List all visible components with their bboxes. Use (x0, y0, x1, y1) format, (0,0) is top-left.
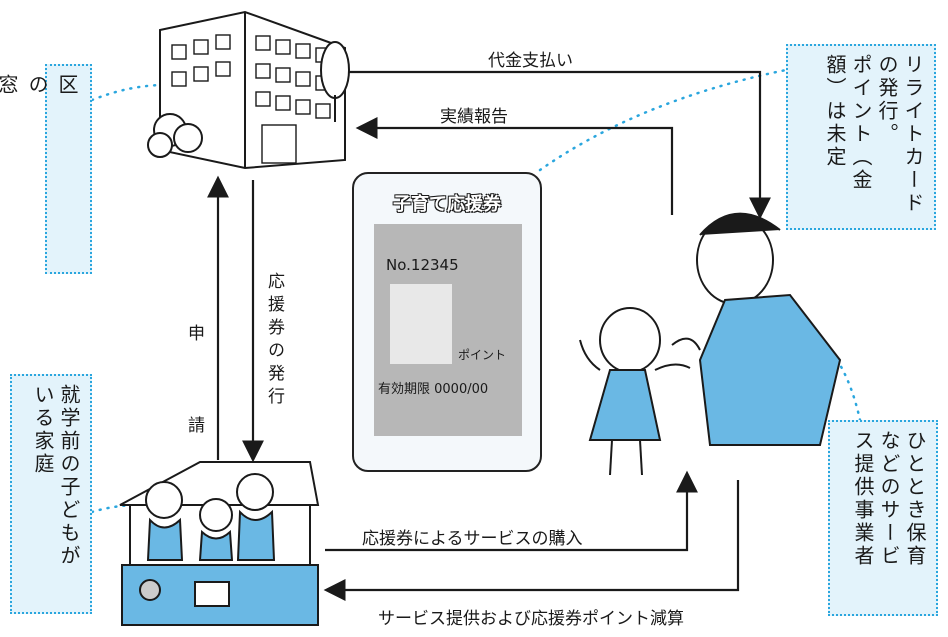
issue-label: 応援券の発行 (264, 272, 284, 410)
reload-card-text: リライトカード の発行。 ポイント（金 額）は未定 (823, 54, 925, 215)
card-title: 子育て応援券 (393, 194, 501, 215)
arrow-payment (345, 70, 771, 220)
card-number: No.12345 (386, 256, 459, 274)
provider-text: ひととき保育 などのサービ ス提供事業者 (851, 430, 927, 568)
payment-label: 代金支払い (488, 51, 573, 71)
card-photo-area (390, 284, 452, 364)
arrow-purchase (325, 470, 698, 552)
family-box: 就学前の子どもが いる家庭 (10, 374, 92, 614)
apply-label: 申 請 (188, 324, 205, 436)
ward-window-box: 区 の 窓 口 (0, 64, 92, 274)
family-text: 就学前の子どもが いる家庭 (31, 384, 81, 568)
arrow-settle (323, 480, 740, 601)
report-label: 実績報告 (440, 107, 508, 127)
family-house (119, 461, 320, 626)
settle-label: サービス提供および応援券ポイント減算 (378, 609, 684, 629)
purchase-label: 応援券によるサービスの購入 (362, 529, 583, 549)
support-ticket-card: 子育て応援券 No.12345 ポイント 有効期限 0000/00 (352, 172, 542, 472)
reload-card-box: リライトカード の発行。 ポイント（金 額）は未定 (786, 44, 936, 230)
arrow-report (355, 117, 674, 215)
ward-window-text: 区 の 窓 口 (0, 74, 79, 97)
leader-lines (90, 68, 862, 514)
ward-office-building (147, 10, 350, 170)
caregiver-and-child (579, 212, 842, 476)
card-points-label: ポイント (458, 348, 507, 362)
provider-box: ひととき保育 などのサービ ス提供事業者 (828, 420, 938, 616)
card-expiry: 有効期限 0000/00 (378, 382, 489, 397)
